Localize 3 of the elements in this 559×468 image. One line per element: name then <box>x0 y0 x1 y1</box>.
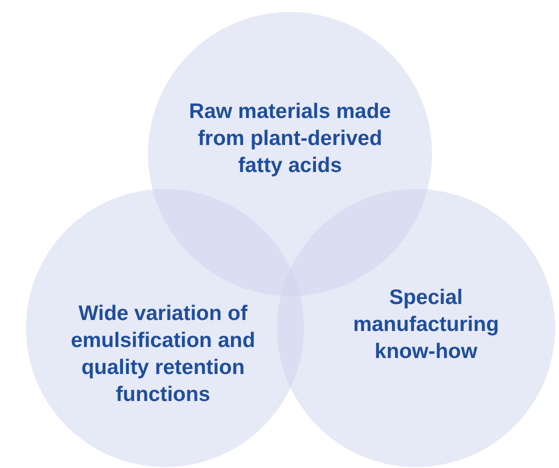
circle-label: Special manufacturing know-how <box>352 285 500 365</box>
circle-label: Raw materials made from plant-derived fatty acids <box>188 99 392 179</box>
circle-label: Wide variation of emulsification and quality retention functions <box>70 301 256 408</box>
